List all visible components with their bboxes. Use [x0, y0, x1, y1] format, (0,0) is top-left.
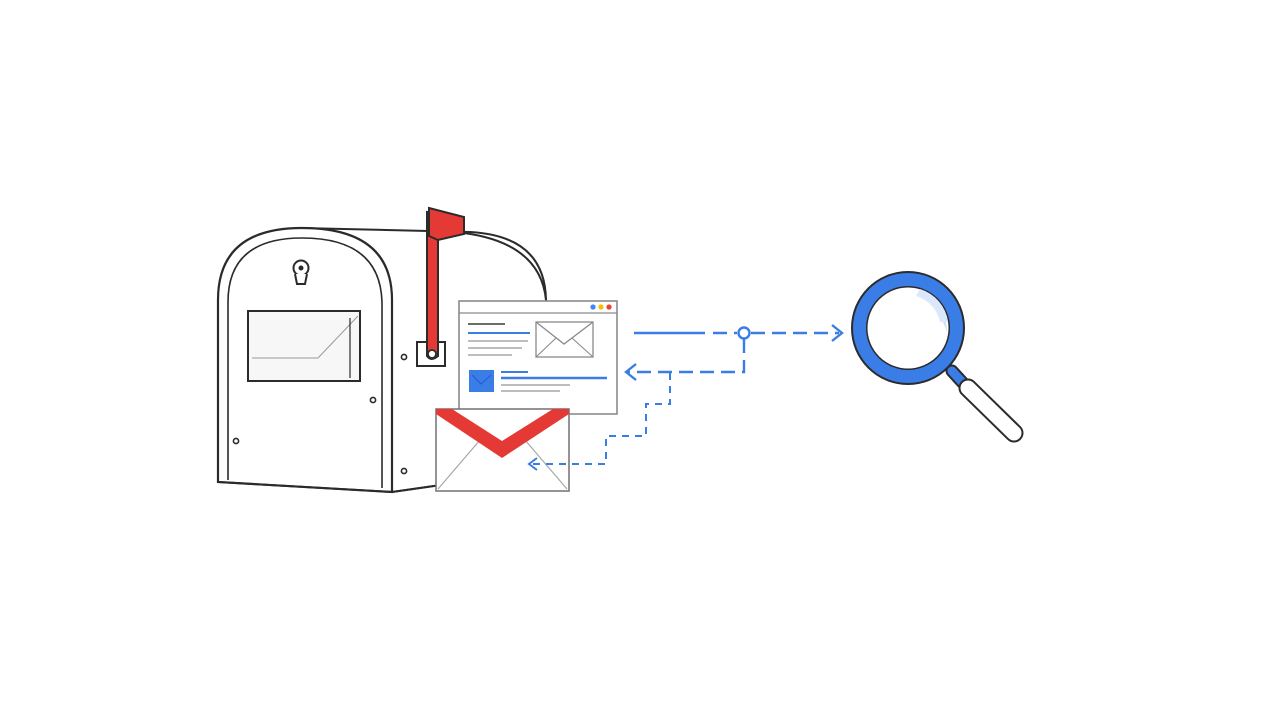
mailbox-rear-rim [454, 231, 547, 301]
result-thumbnail [469, 370, 494, 392]
magnifier-handle [945, 364, 1024, 443]
browser-window-icon [458, 300, 618, 415]
connector-arrows [527, 324, 844, 471]
rivet [232, 437, 240, 445]
return-line-envelope [530, 373, 671, 465]
flag-pivot [427, 349, 437, 359]
flag-banner [428, 206, 465, 242]
magnifying-glass-icon [851, 271, 1024, 443]
flag-pole [426, 210, 439, 360]
flag-icon [426, 206, 465, 360]
mailbox-door-inner [227, 237, 383, 488]
arrow-head-left-window [624, 363, 637, 381]
envelope-red-flap [436, 409, 569, 458]
mailbox-latch [292, 259, 310, 285]
junction-node [737, 326, 751, 340]
envelope-icon [435, 408, 570, 492]
arrow-head-left-envelope [527, 457, 538, 471]
window-envelope-icon [535, 321, 594, 358]
window-dot-red [606, 304, 612, 310]
return-line-window [628, 339, 746, 374]
window-dot-yellow [598, 304, 604, 310]
mailbox-slot [247, 310, 361, 382]
rivet [369, 396, 377, 404]
window-dot-blue [590, 304, 596, 310]
rivet [400, 353, 408, 361]
arrow-head-right [831, 324, 844, 342]
rivet [400, 467, 408, 475]
magnifier-lens [867, 287, 949, 369]
